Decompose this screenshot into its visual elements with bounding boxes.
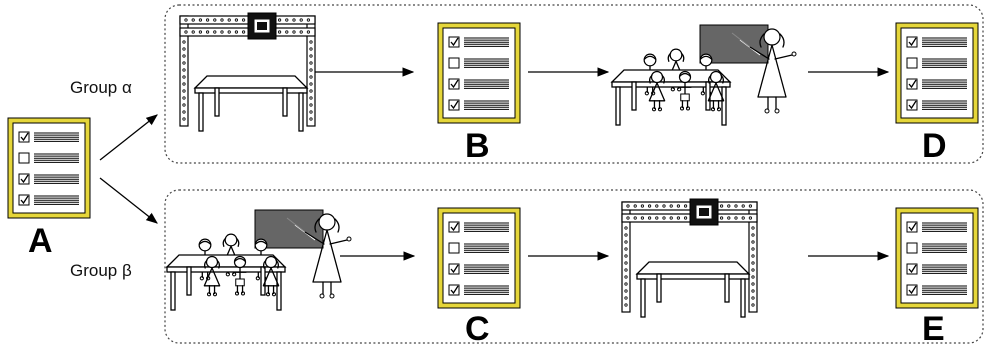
arrow-a-to-alpha bbox=[99, 114, 158, 161]
check-box-icon bbox=[906, 221, 918, 233]
classroom-icon bbox=[165, 209, 352, 311]
label-b: B bbox=[465, 127, 490, 165]
robot-gantry-icon bbox=[621, 198, 758, 318]
label-a: A bbox=[28, 222, 53, 260]
check-box-icon bbox=[448, 263, 460, 275]
classroom-icon bbox=[610, 24, 797, 126]
check-box-icon bbox=[448, 36, 460, 48]
check-box-icon bbox=[18, 173, 30, 185]
check-box-icon bbox=[18, 152, 30, 164]
check-box-icon bbox=[18, 131, 30, 143]
check-box-icon bbox=[906, 78, 918, 90]
check-box-icon bbox=[448, 242, 460, 254]
questionnaire-icon bbox=[895, 207, 979, 309]
questionnaire-icon bbox=[437, 207, 521, 309]
check-box-icon bbox=[906, 57, 918, 69]
check-box-icon bbox=[448, 221, 460, 233]
arrow-a-to-beta bbox=[99, 177, 158, 224]
check-box-icon bbox=[448, 78, 460, 90]
check-box-icon bbox=[906, 242, 918, 254]
group-beta-label: Group β bbox=[70, 261, 132, 280]
label-e: E bbox=[922, 310, 945, 346]
questionnaire-icon bbox=[7, 117, 91, 219]
group-alpha-label: Group α bbox=[70, 78, 132, 97]
check-box-icon bbox=[448, 57, 460, 69]
check-box-icon bbox=[448, 99, 460, 111]
label-c: C bbox=[465, 310, 490, 346]
check-box-icon bbox=[18, 194, 30, 206]
check-box-icon bbox=[906, 284, 918, 296]
label-d: D bbox=[922, 127, 947, 165]
check-box-icon bbox=[906, 36, 918, 48]
questionnaire-icon bbox=[895, 22, 979, 124]
group-alpha-panel bbox=[164, 4, 984, 164]
group-beta-panel bbox=[164, 189, 984, 344]
check-box-icon bbox=[906, 263, 918, 275]
questionnaire-icon bbox=[437, 22, 521, 124]
check-box-icon bbox=[906, 99, 918, 111]
robot-gantry-icon bbox=[179, 12, 316, 132]
check-box-icon bbox=[448, 284, 460, 296]
